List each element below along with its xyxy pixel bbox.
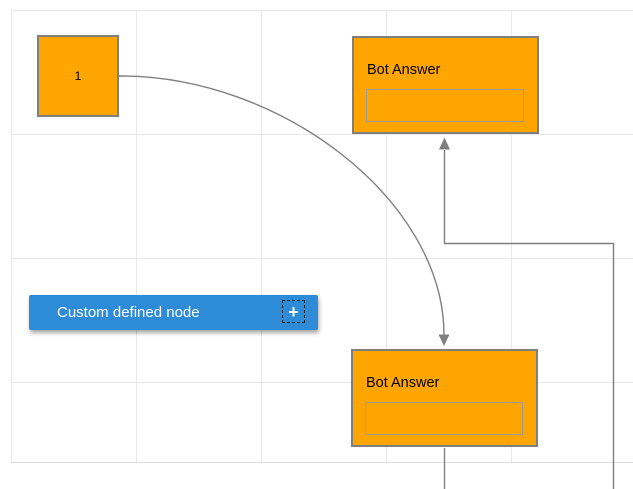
connector-orthogonal[interactable]	[443, 150, 615, 489]
add-icon[interactable]: +	[282, 300, 305, 323]
bot-answer-title: Bot Answer	[367, 62, 441, 78]
node-custom-defined[interactable]: Custom defined node +	[29, 295, 318, 330]
custom-node-label: Custom defined node	[57, 304, 200, 321]
arrowhead-down-icon	[438, 334, 450, 346]
bot-answer-input[interactable]	[365, 402, 523, 435]
bot-answer-input[interactable]	[366, 89, 524, 122]
bot-answer-title: Bot Answer	[366, 375, 440, 391]
connector-curved[interactable]	[118, 75, 445, 336]
arrowhead-up-icon	[439, 137, 450, 150]
node-bot-answer-top[interactable]: Bot Answer	[352, 36, 539, 134]
node-bot-answer-bottom[interactable]: Bot Answer	[351, 349, 538, 447]
node-1-label: 1	[74, 69, 82, 83]
node-1[interactable]: 1	[37, 35, 119, 117]
